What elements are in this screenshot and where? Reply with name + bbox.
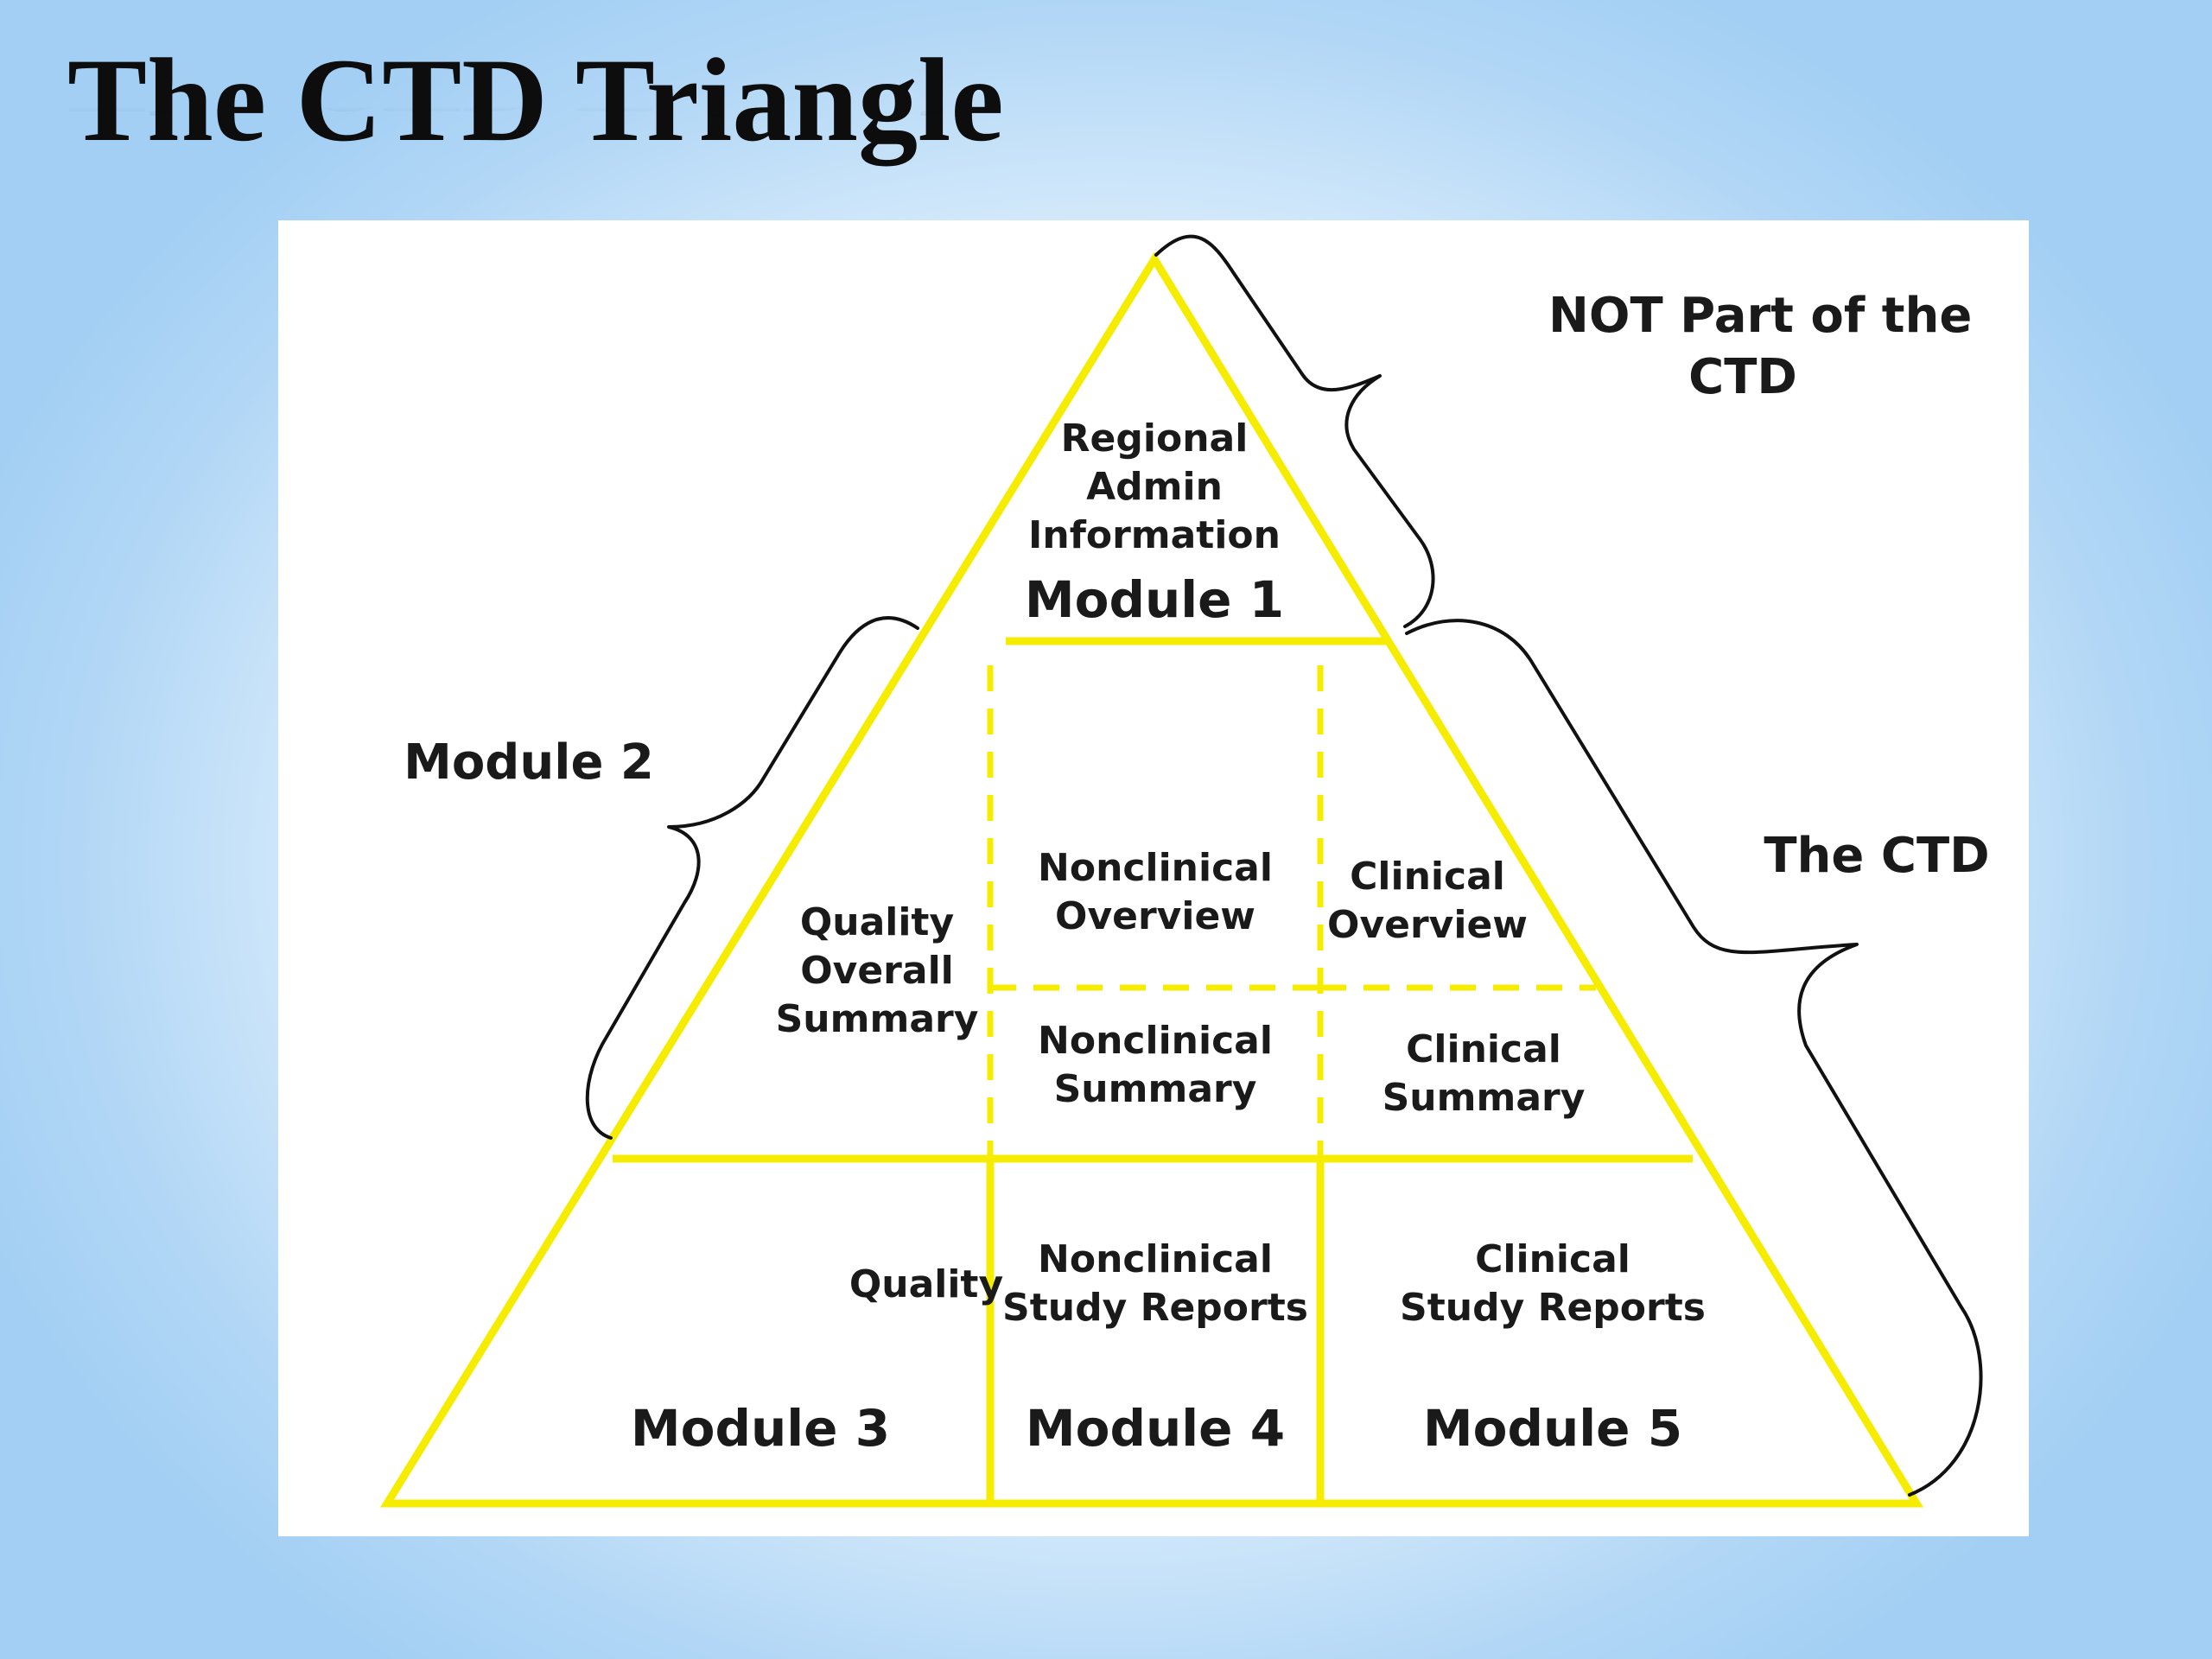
- clinical-overview-line-1: Clinical: [1350, 855, 1505, 899]
- clinical-summary: Clinical Summary: [1358, 1026, 1609, 1122]
- module4-line-2: Study Reports: [1002, 1285, 1308, 1330]
- module5-line-1: Clinical: [1475, 1237, 1630, 1281]
- diagram-lines: [379, 234, 1983, 1508]
- nonclinical-overview: Nonclinical Overview: [1021, 844, 1289, 941]
- brace-not-part: [1154, 234, 1435, 628]
- page-title: The CTD Triangle: [67, 34, 1004, 166]
- module4-content: Nonclinical Study Reports: [995, 1236, 1315, 1332]
- module1-line-2: Admin: [1086, 464, 1223, 509]
- nonclinical-summary: Nonclinical Summary: [1021, 1017, 1289, 1114]
- module3-content: Quality: [849, 1262, 1004, 1306]
- module1-label: Module 1: [1024, 570, 1285, 629]
- brace-module2: [585, 616, 919, 1140]
- module4-line-1: Nonclinical: [1038, 1237, 1273, 1281]
- not-part-of-ctd-label: NOT Part of the CTD: [1548, 285, 1973, 408]
- clinical-summary-line-2: Summary: [1382, 1075, 1586, 1120]
- module1-content: Regional Admin Information: [1016, 415, 1293, 560]
- the-ctd-label: The CTD: [1764, 828, 1990, 884]
- brace-the-ctd: [1405, 619, 1983, 1497]
- quality-overall-summary: Quality Overall Summary: [743, 899, 1011, 1044]
- pyramid-outline: [379, 251, 1924, 1508]
- not-part-line-1: NOT Part of the: [1548, 288, 1973, 344]
- nonclinical-overview-line-2: Overview: [1055, 893, 1255, 938]
- qos-line-2: Overall: [800, 948, 954, 993]
- clinical-summary-line-1: Clinical: [1406, 1027, 1561, 1071]
- module1-line-3: Information: [1028, 512, 1281, 557]
- clinical-overview-line-2: Overview: [1327, 902, 1528, 947]
- not-part-line-2: CTD: [1688, 349, 1797, 406]
- module4-label: Module 4: [1025, 1399, 1286, 1458]
- module2-label: Module 2: [404, 734, 654, 791]
- qos-line-1: Quality: [799, 900, 955, 944]
- module5-label: Module 5: [1422, 1399, 1683, 1458]
- clinical-overview: Clinical Overview: [1306, 853, 1548, 950]
- nonclinical-summary-line-1: Nonclinical: [1038, 1019, 1273, 1063]
- module1-line-1: Regional: [1060, 416, 1249, 461]
- module3-label: Module 3: [630, 1399, 891, 1458]
- module5-content: Clinical Study Reports: [1389, 1236, 1717, 1332]
- ctd-diagram: Regional Admin Information Module 1 Modu…: [278, 220, 2029, 1536]
- module5-line-2: Study Reports: [1400, 1285, 1706, 1330]
- nonclinical-overview-line-1: Nonclinical: [1038, 846, 1273, 890]
- qos-line-3: Summary: [775, 996, 979, 1041]
- nonclinical-summary-line-2: Summary: [1053, 1066, 1257, 1111]
